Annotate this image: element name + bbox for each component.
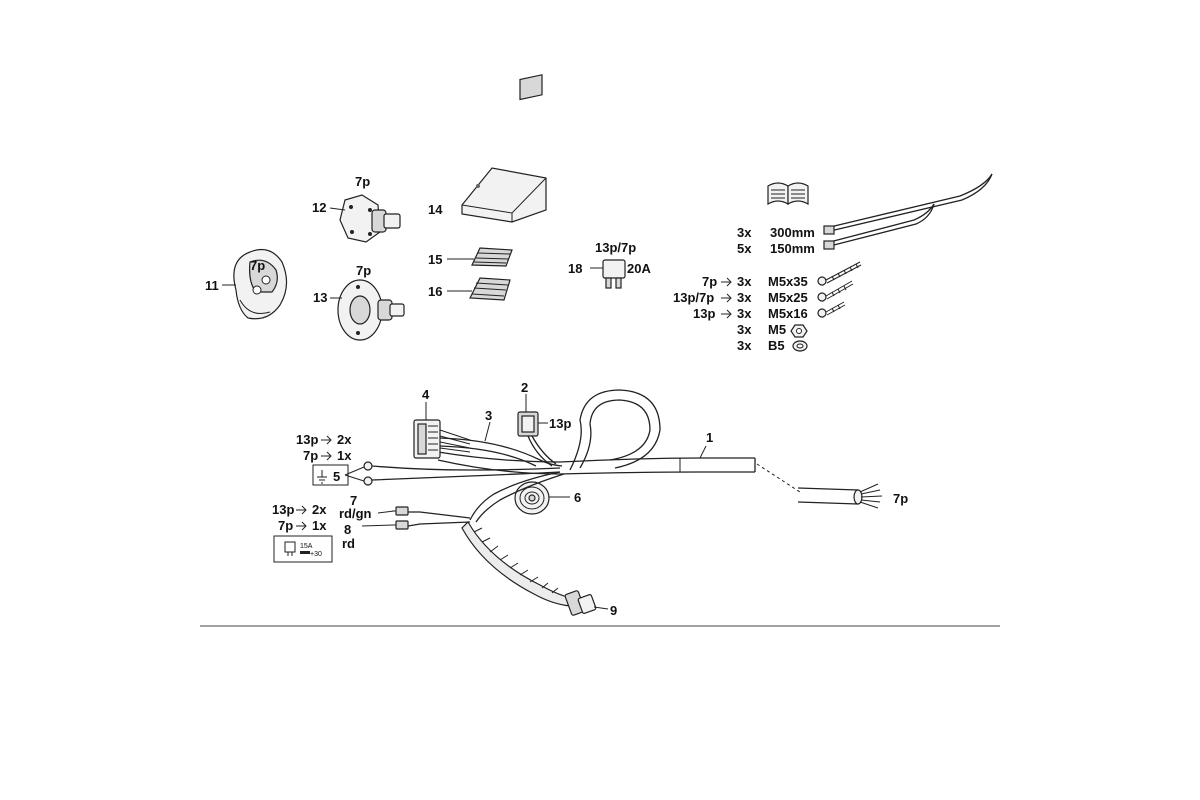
- screw-3-size: M5x16: [768, 306, 808, 321]
- part-11-socket: [233, 249, 288, 320]
- ground-icon-box: [312, 464, 349, 486]
- label-6: 6: [574, 490, 581, 505]
- label-14: 14: [428, 202, 443, 217]
- leader-9: [593, 606, 609, 610]
- tie-150-qty: 5x: [737, 241, 752, 256]
- label-11-conn: 7p: [250, 258, 265, 273]
- screw-2-qty: 3x: [737, 290, 752, 305]
- leader-5a: [344, 466, 365, 476]
- label-1: 1: [706, 430, 713, 445]
- label-2-conn: 13p: [549, 416, 571, 431]
- part-5-ground-terminals: [363, 461, 561, 486]
- manual-book-icon: [767, 182, 809, 206]
- arrow-icon: [321, 435, 332, 445]
- label-15: 15: [428, 252, 442, 267]
- label-8: 8: [344, 522, 351, 537]
- leader-3: [484, 421, 491, 442]
- label-5-7p: 7p: [303, 448, 318, 463]
- label-5-13p: 13p: [296, 432, 318, 447]
- arrow-icon: [321, 451, 332, 461]
- part-1-main-cable: [437, 389, 883, 509]
- leader-1: [699, 445, 707, 459]
- part-13-socket-round: [337, 279, 405, 341]
- nut-size: M5: [768, 322, 786, 337]
- screw-1-size: M5x35: [768, 274, 808, 289]
- label-78-7p: 7p: [278, 518, 293, 533]
- part-4-ribbon-connector: [413, 419, 471, 459]
- label-5-7p-qty: 1x: [337, 448, 352, 463]
- part-8-connector: [392, 520, 409, 530]
- arrow-icon: [721, 277, 732, 287]
- fuse-rating: 15A: [300, 543, 313, 550]
- part-14-module: [461, 74, 547, 223]
- leader-12: [329, 207, 346, 211]
- label-7-color: rd/gn: [339, 506, 372, 521]
- part-12-socket-flange: [339, 194, 401, 243]
- label-9: 9: [610, 603, 617, 618]
- screw-3-cfg: 13p: [693, 306, 715, 321]
- label-78-13p: 13p: [272, 502, 294, 517]
- label-16: 16: [428, 284, 442, 299]
- label-18: 18: [568, 261, 582, 276]
- part-16-pad: [469, 277, 511, 301]
- label-cable-end: 7p: [893, 491, 908, 506]
- screw-m5x25: [817, 280, 854, 302]
- cable-tie-300mm: [823, 173, 993, 235]
- label-12: 12: [312, 200, 326, 215]
- tie-150-size: 150mm: [770, 241, 815, 256]
- label-4: 4: [422, 387, 430, 402]
- washer-qty: 3x: [737, 338, 752, 353]
- label-78-13p-qty: 2x: [312, 502, 327, 517]
- tie-300-qty: 3x: [737, 225, 752, 240]
- label-7: 7: [350, 493, 357, 508]
- leader-5b: [344, 474, 365, 482]
- label-78-7p-qty: 1x: [312, 518, 327, 533]
- part-9-connector: [564, 590, 597, 616]
- cable-tie-150mm: [823, 203, 935, 250]
- label-12-conn: 7p: [355, 174, 370, 189]
- nut-qty: 3x: [737, 322, 752, 337]
- screw-2-size: M5x25: [768, 290, 808, 305]
- part-6-coil: [514, 481, 550, 515]
- label-13: 13: [313, 290, 327, 305]
- arrow-icon: [721, 293, 732, 303]
- fuse-icon: [284, 541, 310, 556]
- nut-icon: [790, 324, 808, 338]
- label-5-13p-qty: 2x: [337, 432, 352, 447]
- arrow-icon: [296, 505, 307, 515]
- screw-m5x16: [817, 301, 846, 318]
- arrow-icon: [721, 309, 732, 319]
- label-13-conn: 7p: [356, 263, 371, 278]
- label-8-color: rd: [342, 536, 355, 551]
- screw-1-qty: 3x: [737, 274, 752, 289]
- ground-icon: [317, 470, 327, 484]
- label-11: 11: [205, 278, 219, 293]
- label-3: 3: [485, 408, 492, 423]
- label-5: 5: [333, 469, 340, 484]
- leader-7: [377, 510, 395, 514]
- part-7-connector: [392, 506, 409, 516]
- washer-icon: [792, 340, 808, 352]
- arrow-icon: [296, 521, 307, 531]
- label-18-conn: 13p/7p: [595, 240, 636, 255]
- screw-1-cfg: 7p: [702, 274, 717, 289]
- leader-8: [361, 524, 395, 527]
- screw-2-cfg: 13p/7p: [673, 290, 714, 305]
- part-15-pad: [471, 247, 513, 267]
- washer-size: B5: [768, 338, 785, 353]
- fuse-terminal: +30: [310, 551, 322, 558]
- tie-300-size: 300mm: [770, 225, 815, 240]
- part-2-connector: [517, 411, 557, 467]
- screw-m5x35: [817, 261, 862, 286]
- part-18-fuse: [602, 259, 626, 289]
- screw-3-qty: 3x: [737, 306, 752, 321]
- label-18-rating: 20A: [627, 261, 651, 276]
- fuse-icon-box: 15A +30: [273, 535, 333, 563]
- label-2: 2: [521, 380, 528, 395]
